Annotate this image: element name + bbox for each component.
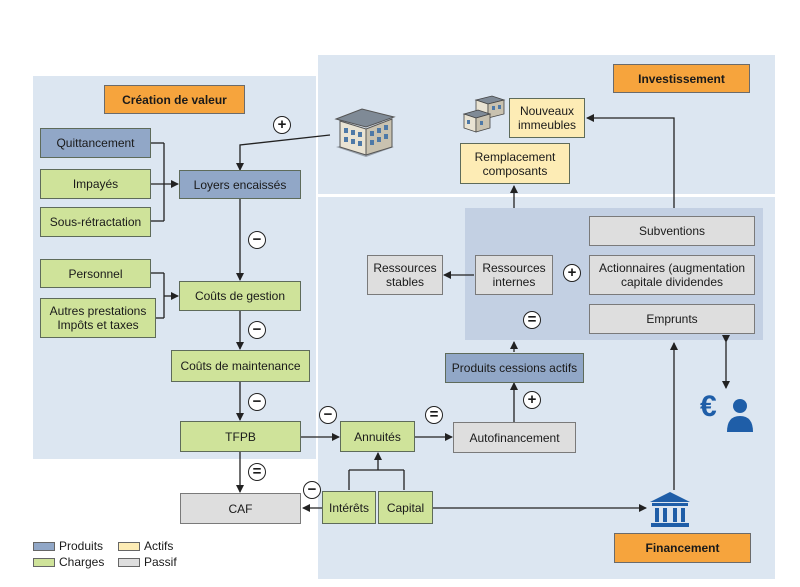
autres-prestations-box: Autres prestations Impôts et taxes: [40, 298, 156, 338]
produits-cessions-actifs-box: Produits cessions actifs: [445, 353, 584, 383]
plus-symbol-ressources: +: [563, 264, 581, 282]
legend-label-charges: Charges: [59, 555, 105, 569]
minus-symbol-annuites: −: [319, 406, 337, 424]
legend-label-passif: Passif: [144, 555, 177, 569]
legend-label-actifs: Actifs: [144, 539, 174, 553]
minus-symbol-loyers: −: [248, 231, 266, 249]
svg-text:€: €: [700, 390, 717, 423]
personnel-box: Personnel: [40, 259, 151, 288]
legend-swatch-charges: [33, 558, 55, 567]
minus-symbol-maintenance: −: [248, 393, 266, 411]
annuites-box: Annuités: [340, 421, 415, 452]
impayes-box: Impayés: [40, 169, 151, 199]
couts-de-gestion-box: Coûts de gestion: [179, 281, 301, 311]
quittancement-box: Quittancement: [40, 128, 151, 158]
plus-symbol-building: +: [273, 116, 291, 134]
ressources-internes-box: Ressources internes: [475, 255, 553, 295]
legend-swatch-produits: [33, 542, 55, 551]
euro-person-icon: €: [700, 390, 753, 432]
legend-swatch-actifs: [118, 542, 140, 551]
couts-de-maintenance-box: Coûts de maintenance: [171, 350, 310, 382]
interets-box: Intérêts: [322, 491, 376, 524]
creation-de-valeur-title: Création de valeur: [104, 85, 245, 114]
actionnaires-box: Actionnaires (augmentation capitale divi…: [589, 255, 755, 295]
loyers-encaisses-box: Loyers encaissés: [179, 170, 301, 199]
equals-symbol-caf: =: [248, 463, 266, 481]
houses-icon: [462, 95, 506, 133]
building-icon: [334, 108, 396, 157]
minus-symbol-interets: −: [303, 481, 321, 499]
bank-icon: [650, 492, 690, 527]
minus-symbol-gestion: −: [248, 321, 266, 339]
sous-retractation-box: Sous-rétractation: [40, 207, 151, 237]
autofinancement-box: Autofinancement: [453, 422, 576, 453]
legend-swatch-passif: [118, 558, 140, 567]
financement-title: Financement: [614, 533, 751, 563]
remplacement-composants-box: Remplacement composants: [460, 143, 570, 184]
ressources-stables-box: Ressources stables: [367, 255, 443, 295]
capital-box: Capital: [378, 491, 433, 524]
tfpb-box: TFPB: [180, 421, 301, 452]
investissement-title: Investissement: [613, 64, 750, 93]
emprunts-box: Emprunts: [589, 304, 755, 334]
equals-symbol-autofinancement: =: [425, 406, 443, 424]
equals-symbol-ressources: =: [523, 311, 541, 329]
plus-symbol-cessions: +: [523, 391, 541, 409]
subventions-box: Subventions: [589, 216, 755, 246]
caf-box: CAF: [180, 493, 301, 524]
legend-label-produits: Produits: [59, 539, 104, 553]
nouveaux-immeubles-box: Nouveaux immeubles: [509, 98, 585, 138]
